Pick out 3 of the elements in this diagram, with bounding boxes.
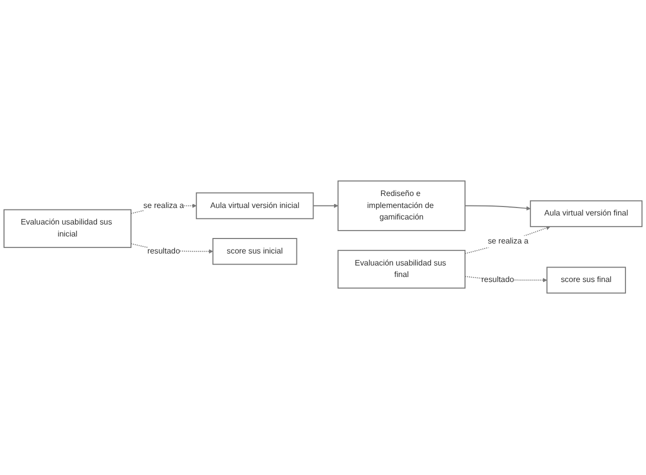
arrow (464, 206, 531, 211)
arrow (312, 204, 338, 208)
arrow (464, 226, 550, 255)
